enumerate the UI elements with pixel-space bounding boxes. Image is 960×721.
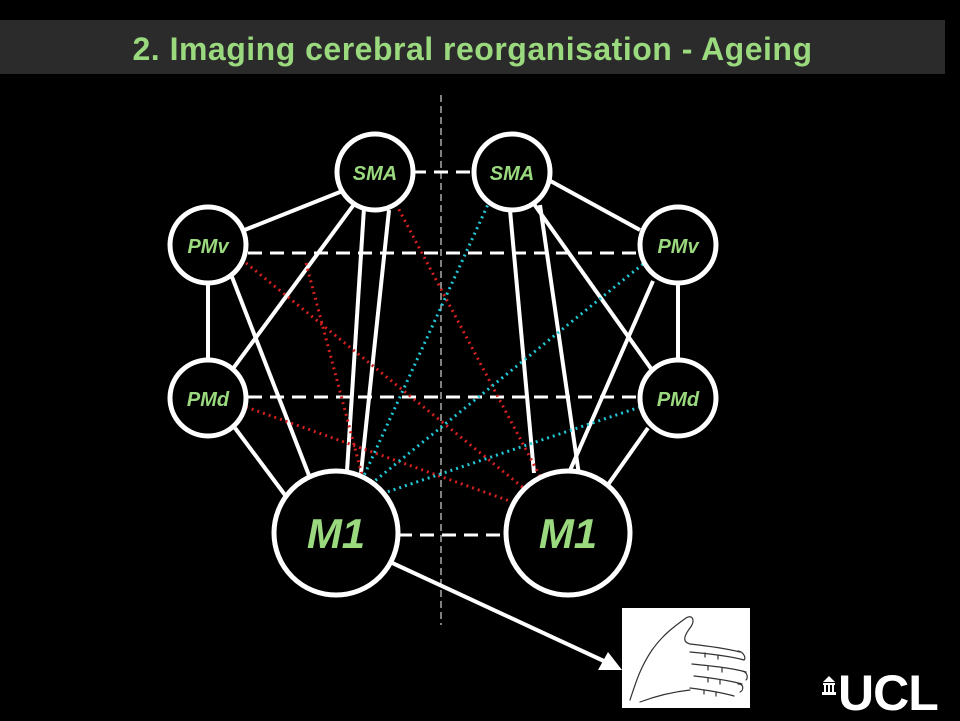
red-dotted-connections [245,203,544,506]
edge-left-pmv-m1 [230,276,319,497]
portico-icon [822,676,836,695]
edge-right-sma-m1b [538,204,581,476]
edge-right-sma-pmd [532,202,654,372]
edge-red-left-sma-right-m1 [394,203,544,481]
edge-right-pmv-m1 [566,280,655,476]
ucl-logo: UCL [822,665,939,721]
node-left-sma: SMA [334,131,416,213]
arrow-head-icon [598,652,622,670]
edge-left-sma-m1b [359,209,391,474]
title-bar: 2. Imaging cerebral reorganisation - Age… [0,20,945,74]
node-right-sma: SMA [471,131,553,213]
node-left-m1-label: M1 [307,510,365,557]
edge-left-pmd-m1 [233,426,287,497]
node-left-pmv: PMv [167,204,249,286]
node-left-pmv-label: PMv [187,236,230,258]
node-left-pmd: PMd [167,357,249,439]
node-left-pmd-label: PMd [187,389,230,411]
node-right-pmv-label: PMv [657,236,700,258]
edge-cyan-right-pmd-left-m1 [377,405,641,497]
node-right-pmd: PMd [637,357,719,439]
node-right-sma-label: SMA [490,163,534,185]
edge-right-sma-pmv [544,176,641,232]
edge-red-left-pmv-right-m1 [245,261,527,492]
node-right-pmd-label: PMd [657,389,700,411]
node-right-pmv: PMv [637,204,719,286]
node-left-m1: M1 [271,468,401,598]
edge-cyan-right-sma-left-m1 [360,199,492,481]
edge-right-sma-m1a [508,209,536,474]
edge-left-sma-pmd [230,201,357,372]
interhemispheric-dashed [248,170,638,537]
cyan-dotted-connections [360,199,644,497]
node-left-sma-label: SMA [353,163,397,185]
edge-left-sma-pmv [241,188,346,233]
ucl-logo-text: UCL [838,665,939,721]
hand-image [622,608,750,708]
slide-title: 2. Imaging cerebral reorganisation - Age… [132,31,813,67]
output-arrow [387,559,622,670]
node-right-m1-label: M1 [539,510,597,557]
edge-red-left-pmd-right-m1 [245,405,519,506]
node-right-m1: M1 [503,468,633,598]
hand-drawing-icon [629,616,748,703]
